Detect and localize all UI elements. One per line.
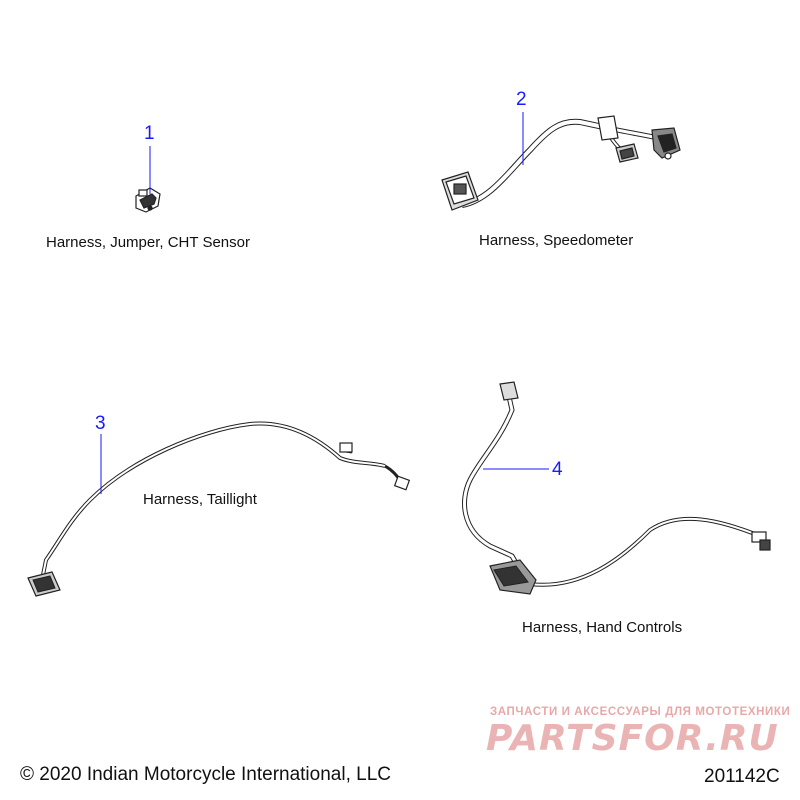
watermark-tagline: ЗАПЧАСТИ И АКСЕССУАРЫ ДЛЯ МОТОТЕХНИКИ <box>490 706 791 718</box>
figure-id: 201142C <box>704 766 780 787</box>
part-label-4: Harness, Hand Controls <box>522 619 683 636</box>
copyright-text: © 2020 Indian Motorcycle International, … <box>20 764 391 785</box>
watermark-logo: PARTSFOR.RU <box>486 718 779 759</box>
part-2-speedometer-harness-drawing <box>441 115 681 211</box>
callout-number-1: 1 <box>144 123 155 144</box>
callout-number-2: 2 <box>516 89 527 110</box>
part-label-2: Harness, Speedometer <box>479 232 634 249</box>
part-label-3: Harness, Taillight <box>143 491 257 508</box>
part-label-1: Harness, Jumper, CHT Sensor <box>46 234 250 251</box>
part-4-hand-controls-harness-drawing <box>462 381 771 595</box>
callout-number-4: 4 <box>552 459 563 480</box>
callout-number-3: 3 <box>95 413 106 434</box>
part-3-taillight-harness-drawing <box>27 421 411 597</box>
part-1-cht-jumper-drawing <box>135 187 161 213</box>
